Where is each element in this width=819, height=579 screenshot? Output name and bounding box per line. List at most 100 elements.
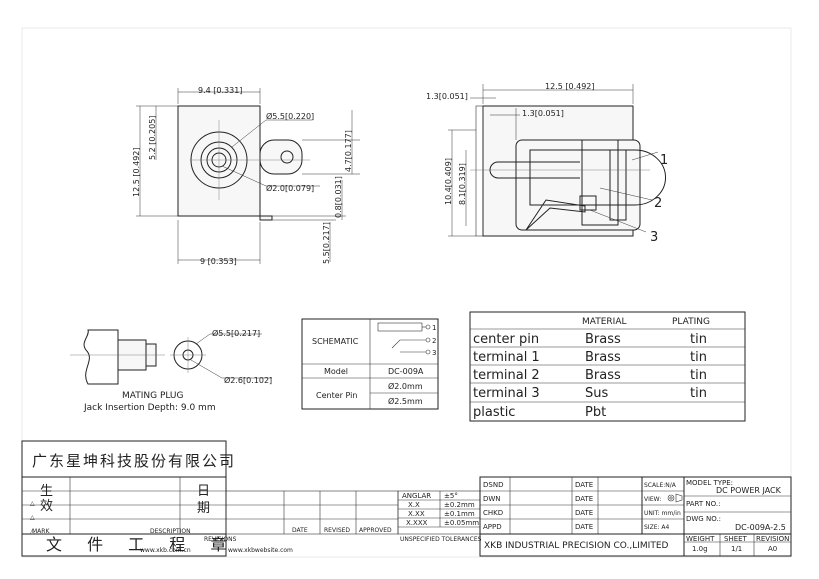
schematic-center-pin-2: Ø2.5mm [388,396,423,406]
material-table: MATERIAL PLATING center pin Brass tin te… [469,311,746,422]
front-dim-base: 9 [0.353] [200,257,237,266]
material-row-material: Pbt [585,405,606,420]
schematic-model-value: DC-009A [388,367,424,376]
part-no-label: PART NO.: [686,500,720,508]
rev-header-date: DATE [292,527,308,534]
schematic-label: SCHEMATIC [312,337,359,346]
tol-unspecified: UNSPECIFIED TOLERANCES [400,536,482,543]
material-row: terminal 2 Brass tin [473,368,707,383]
schematic-pin-3: 3 [432,349,436,357]
svg-text:△: △ [30,514,35,521]
date-label-2: DATE [575,495,593,503]
rev-header-approved: APPROVED [359,527,392,534]
dsnd-label: DSND [483,481,503,489]
material-row-material: Brass [585,350,621,365]
tol-angular-label: ANGLAR [402,492,431,500]
date-label-3: DATE [575,509,593,517]
front-dim-pin: Ø2.0[0.079] [266,183,314,193]
svg-text:△: △ [30,528,35,535]
front-dim-height-small: 5.2 [0.205] [148,116,157,160]
sheet-label: SHEET [724,535,748,543]
left-row-2: 效 [40,499,53,514]
front-tab-hole [280,150,294,164]
schematic-table: SCHEMATIC 1 2 3 Model DC-009A Center Pin… [301,318,439,410]
plug-dim-inner: Ø2.6[0.102] [224,375,272,385]
mating-plug: Ø5.5[0.217] Ø2.6[0.102] MATING PLUG Jack… [70,328,272,413]
website: www.xkb.com.cn [140,547,191,554]
side-view: 12.5 [0.492] 1.3[0.051] 1.3[0.051] 10.4[… [426,82,668,245]
side-callout-3: 3 [650,230,658,245]
side-callout-2: 2 [654,196,662,211]
model-type-value: DC POWER JACK [716,486,782,495]
sheet-frame [21,27,792,558]
side-dim-top-left: 1.3[0.051] [426,92,468,101]
left-row-3: 日 [197,484,210,499]
website-2: www.xkbwebsite.com [228,547,293,554]
model-type-label: MODEL TYPE: [686,479,733,487]
plug-body [83,329,119,385]
schematic-pin-1: 1 [432,324,436,332]
tol-xxxx-value: ±0.05mm [444,519,479,527]
title-block: 广东星坤科技股份有限公司 生 效 日 期 △ △ △ MARK DESCRIPT… [21,440,792,557]
view-label: VIEW: [644,496,661,503]
plating-header: PLATING [672,317,710,327]
material-row-plating: tin [690,350,707,365]
side-callout-1: 1 [660,153,668,168]
size-label: SIZE: A4 [644,524,670,531]
tol-xx-value: ±0.2mm [444,501,475,509]
tol-xxxx-label: X.XXX [406,519,428,527]
revision-value: A0 [768,545,777,553]
date-label-1: DATE [575,481,593,489]
side-dim-inner: 8.1[0.319] [458,163,467,205]
material-row-part: terminal 3 [473,386,540,401]
dwg-no-value: DC-009A-2.5 [735,523,786,532]
material-header: MATERIAL [582,317,627,327]
revision-label: REVISION [756,535,789,543]
left-row-1: 生 [40,484,53,499]
material-row: terminal 3 Sus tin [473,386,707,401]
rev-header-revised: REVISED [324,527,350,534]
side-dim-length: 12.5 [0.492] [545,82,595,91]
projection-icon [667,493,683,503]
tol-xxx-label: X.XX [408,510,425,518]
material-row-material: Brass [585,332,621,347]
front-dim-height-total: 12.5 [0.492] [132,148,141,198]
date-label-4: DATE [575,523,593,531]
left-mark: MARK [32,528,50,535]
front-view: 9.4 [0.331] Ø5.5[0.220] 5.2 [0.205] 12.5… [132,86,360,266]
company-name-cn: 广东星坤科技股份有限公司 [32,452,236,470]
scale-label: SCALE:N/A [644,482,677,489]
schematic-center-pin-1: Ø2.0mm [388,381,423,391]
material-row-plating: tin [690,386,707,401]
material-row-plating: tin [690,332,707,347]
side-dim-top-inner: 1.3[0.051] [522,109,564,118]
weight-value: 1.0g [692,545,708,553]
material-row: terminal 1 Brass tin [473,350,707,365]
plug-title: MATING PLUG [122,391,184,401]
front-dim-hole: Ø5.5[0.220] [266,111,314,121]
front-dim-width: 9.4 [0.331] [198,86,242,95]
schematic-center-pin-label: Center Pin [316,391,357,400]
schematic-model-label: Model [324,367,348,376]
material-row-material: Sus [585,386,608,401]
sheet-value: 1/1 [731,545,742,553]
material-row-part: plastic [473,405,515,420]
left-description: DESCRIPTION [150,528,191,535]
tol-xxx-value: ±0.1mm [444,510,475,518]
front-dim-bottom: 5.5[0.217] [322,222,331,264]
front-dim-offset: 0.8[0.031] [334,176,343,218]
appd-label: APPD [483,523,502,531]
material-row-part: center pin [473,332,539,347]
dwg-no-label: DWG NO.: [686,515,721,523]
material-row-plating: tin [690,368,707,383]
unit-label: UNIT: mm/in [644,510,681,517]
material-row-material: Brass [585,368,621,383]
tol-xx-label: X.X [408,501,420,509]
left-revisions: REVISIONS [204,536,237,543]
chkd-label: CHKD [483,509,503,517]
plug-dim-outer: Ø5.5[0.217] [212,328,260,338]
svg-text:△: △ [30,500,35,507]
plug-subtitle: Jack Insertion Depth: 9.0 mm [83,403,216,413]
dwn-label: DWN [483,495,501,503]
weight-label: WEIGHT [686,535,715,543]
